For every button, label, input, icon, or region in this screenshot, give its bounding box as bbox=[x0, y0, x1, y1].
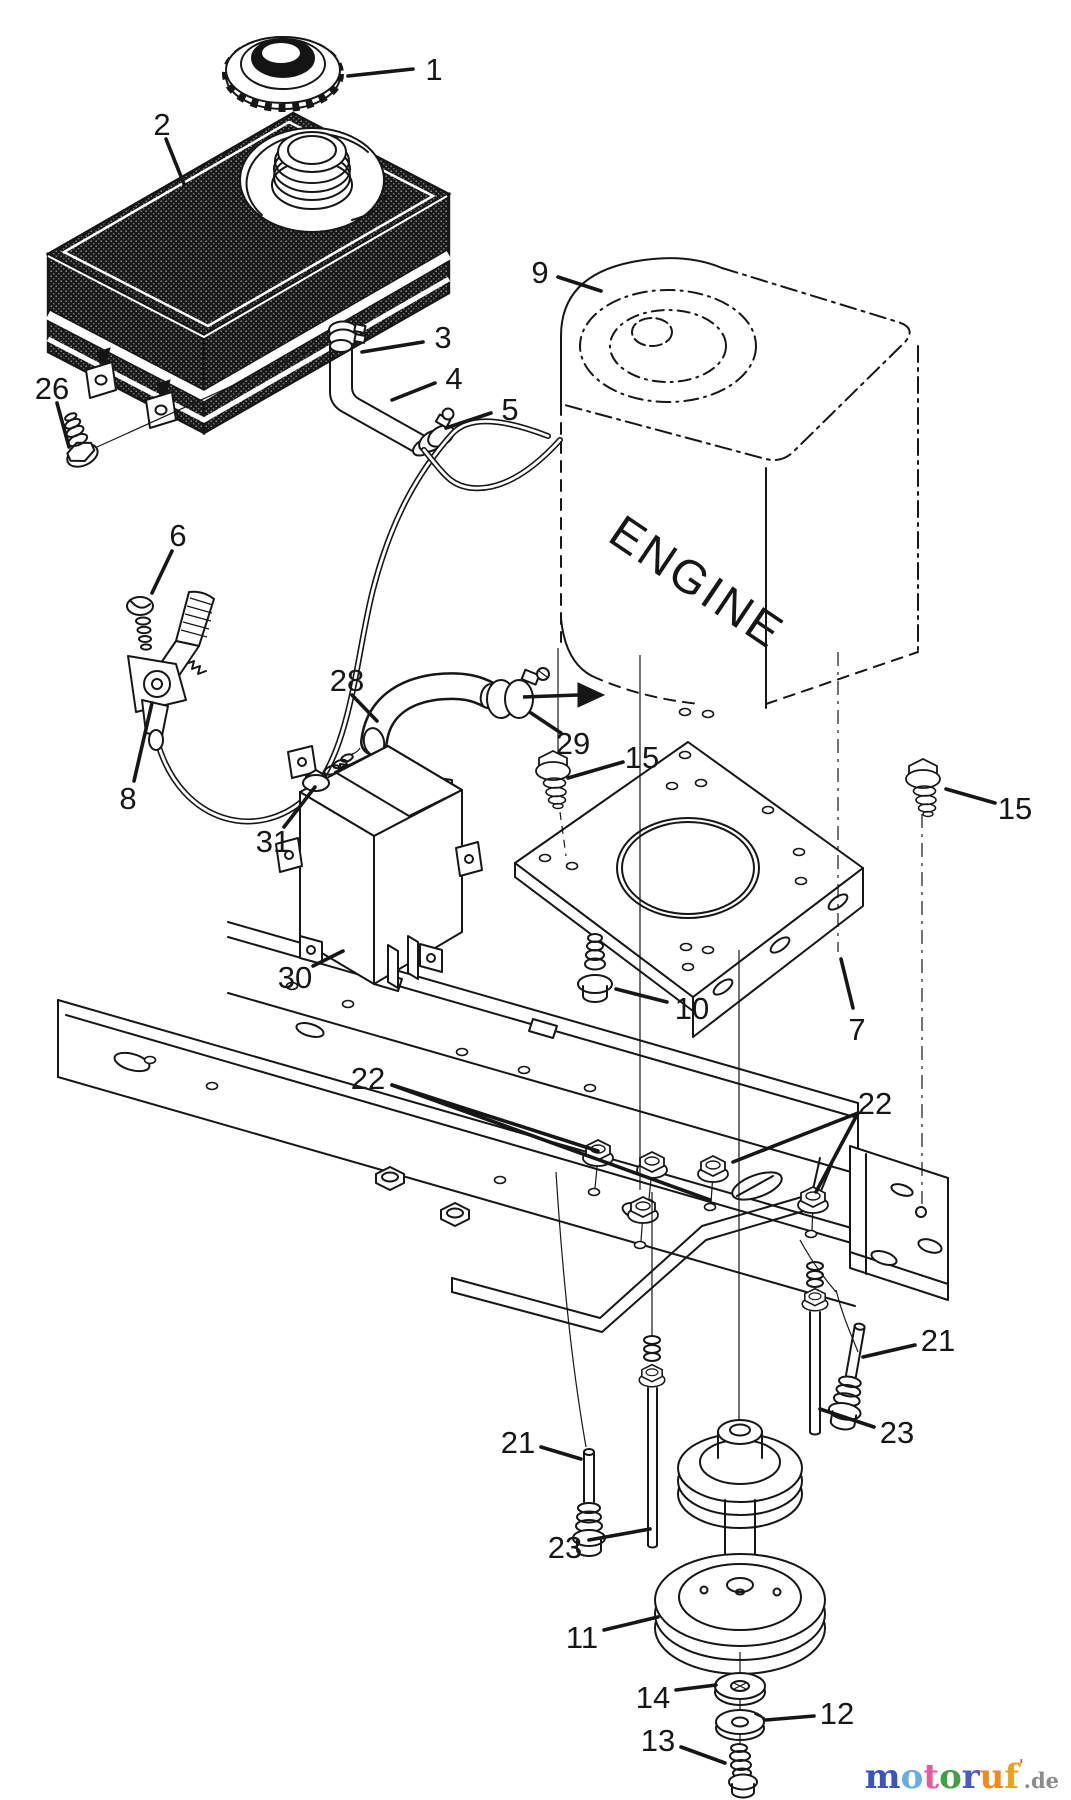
callout-leader bbox=[587, 1527, 652, 1542]
callout-leader bbox=[944, 787, 997, 805]
callout-leader bbox=[390, 1083, 712, 1202]
callout-23: 23 bbox=[548, 1530, 582, 1565]
drive-pulley-11 bbox=[654, 1553, 826, 1675]
fuel-cap bbox=[222, 36, 344, 112]
bolt-13 bbox=[728, 1743, 758, 1799]
callout-leader bbox=[444, 411, 493, 430]
callout-leader bbox=[150, 549, 174, 595]
callout-29: 29 bbox=[556, 726, 590, 761]
flange-nuts-22 bbox=[582, 1139, 829, 1250]
fuel-line bbox=[421, 437, 563, 492]
callout-26: 26 bbox=[35, 371, 69, 406]
callout-11: 11 bbox=[566, 1620, 598, 1655]
callout-22: 22 bbox=[858, 1086, 892, 1121]
callout-31: 31 bbox=[256, 824, 290, 859]
callout-21: 21 bbox=[921, 1323, 955, 1358]
callout-leader bbox=[731, 1111, 860, 1164]
engine-mount-plate bbox=[514, 707, 864, 1038]
callout-5: 5 bbox=[501, 392, 518, 427]
callout-leader bbox=[539, 1445, 583, 1461]
rod-23-mid bbox=[638, 1335, 666, 1549]
callout-leader bbox=[311, 949, 345, 968]
callout-12: 12 bbox=[820, 1696, 854, 1731]
motoruf-logo[interactable]: motoruf'.de bbox=[865, 1756, 1059, 1797]
callout-10: 10 bbox=[675, 991, 709, 1026]
logo-letter: o bbox=[900, 1757, 924, 1797]
callout-9: 9 bbox=[531, 255, 548, 290]
callout-28: 28 bbox=[330, 663, 364, 698]
callout-leader bbox=[556, 275, 603, 293]
callout-21: 21 bbox=[501, 1425, 535, 1460]
rod-23-right bbox=[801, 1261, 829, 1436]
logo-letter: f bbox=[1004, 1757, 1020, 1797]
callout-leader bbox=[679, 1745, 727, 1765]
idler-pulley bbox=[677, 1419, 803, 1529]
fuel-tank bbox=[45, 111, 452, 453]
assembly-lines bbox=[555, 648, 923, 1448]
logo-tick: ' bbox=[1019, 1756, 1024, 1774]
callout-leader bbox=[839, 957, 855, 1010]
logo-letter: u bbox=[979, 1757, 1005, 1797]
callout-layer: 1234567891011121314151521212222232326282… bbox=[35, 52, 1032, 1765]
callout-1: 1 bbox=[425, 52, 442, 87]
callout-leader bbox=[132, 701, 154, 783]
callout-leader bbox=[390, 381, 437, 402]
callout-leader bbox=[282, 785, 317, 829]
callout-leader bbox=[566, 760, 625, 780]
callout-leader bbox=[764, 1714, 816, 1722]
bolt-26 bbox=[64, 412, 99, 468]
callout-leader bbox=[346, 67, 415, 78]
callout-2: 2 bbox=[153, 107, 170, 142]
callout-leader bbox=[818, 1407, 876, 1429]
washer-14 bbox=[714, 1652, 766, 1748]
engine: ENGINE bbox=[560, 257, 919, 709]
callout-leader bbox=[674, 1683, 718, 1692]
logo-letter: m bbox=[864, 1757, 901, 1797]
logo-suffix: .de bbox=[1023, 1768, 1059, 1793]
callout-7: 7 bbox=[848, 1012, 865, 1047]
callout-leader bbox=[614, 987, 669, 1004]
clamp-29 bbox=[486, 667, 550, 719]
callout-leader bbox=[602, 1615, 660, 1632]
callout-30: 30 bbox=[278, 960, 312, 995]
frame-rails bbox=[57, 921, 949, 1307]
logo-letter: o bbox=[939, 1757, 962, 1797]
callout-leader bbox=[55, 401, 71, 449]
callout-15: 15 bbox=[998, 791, 1032, 826]
logo-letter: r bbox=[961, 1757, 980, 1797]
callout-4: 4 bbox=[445, 361, 462, 396]
bolt-15-right bbox=[905, 758, 941, 818]
logo-letter: t bbox=[923, 1757, 940, 1797]
direction-arrow bbox=[522, 682, 606, 708]
callout-6: 6 bbox=[169, 518, 186, 553]
callout-leader bbox=[350, 693, 379, 723]
throttle-lever bbox=[127, 590, 215, 751]
callout-leader bbox=[360, 340, 425, 354]
callout-leader bbox=[861, 1343, 917, 1359]
callout-3: 3 bbox=[434, 320, 451, 355]
bolt-10 bbox=[577, 933, 613, 1003]
callout-leader bbox=[814, 1111, 860, 1194]
callout-leader bbox=[164, 137, 186, 186]
callout-8: 8 bbox=[119, 781, 136, 816]
hose-28 bbox=[360, 672, 503, 757]
callout-leader bbox=[529, 711, 563, 735]
screw-6 bbox=[126, 596, 154, 651]
callout-13: 13 bbox=[641, 1723, 675, 1758]
callout-14: 14 bbox=[636, 1680, 670, 1715]
callout-15: 15 bbox=[625, 740, 659, 775]
lock-nut-12 bbox=[715, 1709, 765, 1741]
callout-23: 23 bbox=[880, 1415, 914, 1450]
cover-30 bbox=[275, 745, 483, 989]
upstop-bracket bbox=[451, 1157, 833, 1333]
callout-22: 22 bbox=[351, 1061, 385, 1096]
screw-31 bbox=[302, 747, 361, 792]
throttle-cable bbox=[155, 418, 551, 825]
logo-let​ters: motoruf bbox=[865, 1757, 1019, 1797]
